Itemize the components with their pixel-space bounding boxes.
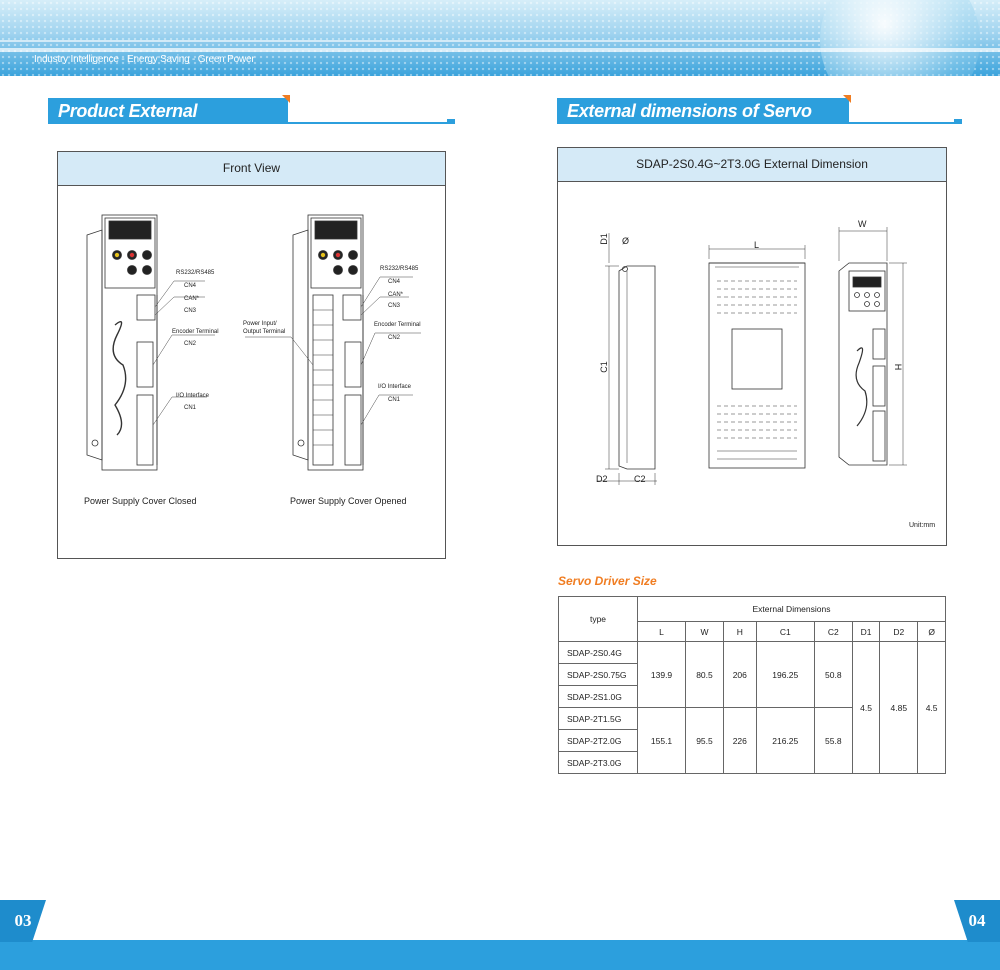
dim-label-d2: D2 [596,474,608,484]
driver-opened-drawing [292,214,364,471]
value-cell: 139.9 [636,641,687,708]
opened-label-cn3: CN3 [388,303,401,309]
opened-label-cn4: CN4 [388,279,401,285]
page-number-left: 03 [0,900,46,942]
dim-label-w: W [858,219,867,229]
table-row: SDAP-2S1.0G [558,685,946,708]
closed-label-cn3: CN3 [184,308,197,314]
servo-driver-size-title: Servo Driver Size [558,574,657,588]
grille-body [708,262,806,469]
dim-label-phi: Ø [622,236,630,246]
face-body [838,262,888,466]
section-title-text: Product External Description [58,101,198,147]
opened-label-io: I/O Interface [378,384,412,390]
closed-label-cn1: CN1 [184,405,197,411]
opened-label-can: CAN* [388,292,404,298]
dim-label-h: H [893,363,904,371]
opened-label-cn2: CN2 [388,335,401,341]
value-cell: 95.5 [685,707,724,774]
orange-corner-mark [843,95,851,103]
opened-label-encoder: Encoder Terminal [374,322,421,328]
table-row: SDAP-2S0.4G 139.9 80.5 206 196.25 50.8 4… [558,641,946,774]
closed-label-cn2: CN2 [184,341,197,347]
table-header-row: type External Dimensions [558,596,946,642]
opened-label-rs232: RS232/RS485 [380,266,419,272]
model-cell: SDAP-2S0.4G [558,641,638,664]
section-title-product-description: Product External Description [48,95,290,147]
col-header-d2: D2 [879,621,919,642]
value-cell: 4.5 [851,641,881,774]
value-cell: 80.5 [685,641,724,708]
section-title-external-dimensions: External dimensions of Servo Driver [557,95,851,147]
globe-graphic [820,0,980,76]
external-dimension-panel: SDAP-2S0.4G~2T3.0G External Dimension [557,147,947,546]
value-cell: 4.5 [917,641,946,774]
opened-label-power-2: Output Terminal [243,329,286,335]
dim-label-c2: C2 [634,474,646,484]
caption-cover-closed: Power Supply Cover Closed [84,496,197,506]
section-underline [48,122,455,124]
header-type: type [558,596,638,642]
closed-label-encoder: Encoder Terminal [172,329,219,335]
col-header-c1: C1 [755,621,815,642]
col-header-c2: C2 [813,621,853,642]
model-cell: SDAP-2T1.5G [558,707,638,730]
value-cell: 206 [722,641,757,708]
opened-label-power-1: Power Input/ [243,321,277,327]
unit-label: Unit:mm [909,522,936,529]
section-line-end [447,119,455,123]
value-cell: 226 [722,707,757,774]
side-profile [618,265,656,470]
closed-label-rs232: RS232/RS485 [176,270,215,276]
model-cell: SDAP-2T3.0G [558,751,638,774]
value-cell: 55.8 [813,707,853,774]
col-header-h: H [722,621,757,642]
dimension-drawing [597,227,907,485]
model-cell: SDAP-2T2.0G [558,729,638,752]
front-view-drawing [86,214,421,471]
value-cell: 216.25 [755,707,815,774]
value-cell: 4.85 [879,641,919,774]
page-number-right: 04 [954,900,1000,942]
table-column-row: L W H C1 C2 D1 D2 Ø [559,621,946,642]
driver-closed-drawing [86,214,158,471]
footer-bar [0,940,1000,970]
col-header-d1: D1 [851,621,881,642]
size-table: type External Dimensions L W H C1 C2 D1 … [558,596,946,774]
col-header-phi: Ø [917,621,946,642]
panel-title: Front View [58,152,445,186]
header-banner: Industry Intelligence - Energy Saving - … [0,0,1000,76]
banner-stripe [0,40,820,42]
model-cell: SDAP-2S1.0G [558,685,638,708]
dim-label-l: L [754,240,760,250]
banner-stripe [0,48,1000,52]
opened-label-cn1: CN1 [388,397,401,403]
table-row: SDAP-2T1.5G 155.1 95.5 226 216.25 55.8 [558,707,946,774]
caption-cover-opened: Power Supply Cover Opened [290,496,407,506]
dim-label-d1: D1 [598,233,609,245]
table-row: SDAP-2T3.0G [558,751,946,774]
col-header-l: L [636,621,687,642]
section-title-text: External dimensions of Servo Driver [567,101,812,147]
panel-title: SDAP-2S0.4G~2T3.0G External Dimension [558,148,946,182]
value-cell: 196.25 [755,641,815,708]
section-underline [557,122,962,124]
dim-label-c1: C1 [598,361,609,373]
closed-label-io: I/O Interface [176,393,210,399]
value-cell: 155.1 [636,707,687,774]
value-cell: 50.8 [813,641,853,708]
model-cell: SDAP-2S0.75G [558,663,638,686]
header-tagline: Industry Intelligence - Energy Saving - … [34,54,255,65]
header-external-dimensions: External Dimensions [637,596,946,622]
section-line-end [954,119,962,123]
closed-label-can: CAN* [184,296,200,302]
col-header-w: W [685,621,724,642]
closed-label-cn4: CN4 [184,283,197,289]
orange-corner-mark [282,95,290,103]
